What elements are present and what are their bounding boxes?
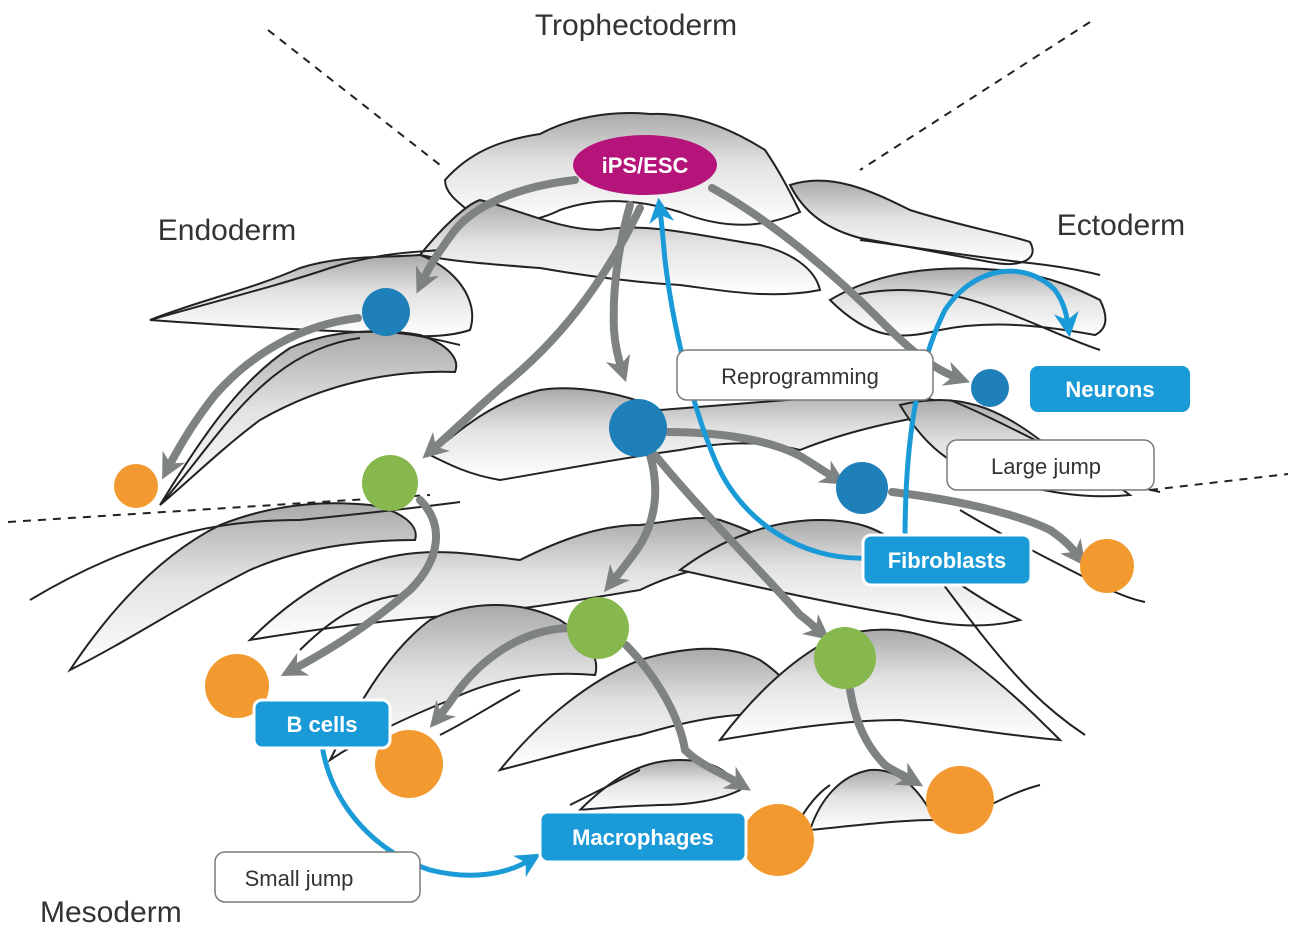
ectoderm-progenitor-circle-lower [836,462,888,514]
boundary-left-middle [7,494,431,523]
large-jump-callout-label: Large jump [991,454,1101,479]
macrophages-box: Macrophages [538,810,748,864]
landscape [67,111,1133,832]
ips-esc-label: iPS/ESC [602,153,689,178]
green-circle-right [814,627,876,689]
orange-circle-left [205,654,269,718]
mesoderm-green-circle-upper [362,455,418,511]
arrow-green-to-macrophages [622,641,751,791]
small-jump-callout-label: Small jump [245,866,354,891]
arrow-esc-to-green [422,204,644,459]
central-progenitor-circle [609,399,667,457]
large-jump-callout: Large jump [946,439,1155,491]
arrow-blue-to-green-mid [604,451,660,592]
ectoderm-label: Ectoderm [1057,209,1185,242]
neuron-progenitor-circle [971,369,1009,407]
reprogramming-callout-label: Reprogramming [721,364,879,389]
arrow-blue-right-to-orange [888,488,1086,567]
germ-layer-boundaries [7,21,1289,523]
hill-mid-left [67,502,417,673]
ridge-12 [439,689,521,736]
neurons-box: Neurons [1030,366,1190,412]
ridge-4 [854,289,1101,351]
ridge-8 [299,501,461,521]
fibroblasts-label: Fibroblasts [888,548,1007,573]
reprogramming-callout-bg [676,349,934,401]
mesoderm-label: Mesoderm [40,896,182,929]
arrow-esc-to-blue-center [605,201,634,383]
arrow-blue-to-green-right [651,451,830,640]
ridge-13 [569,769,641,806]
arrow-green-to-bcells [280,496,440,676]
hill-bottom-right [808,768,937,832]
arrow-esc-to-endoderm [415,176,579,294]
arrow-bcells-to-macrophages [319,742,541,878]
boundary-left-top [267,29,441,166]
orange-circle-left-low [375,730,443,798]
small-jump-callout-bg [214,851,421,903]
cell-circles [114,288,1134,876]
small-jump-callout: Small jump [214,851,421,903]
neurons-box-bg [1030,366,1190,412]
ectoderm-terminal-circle [1080,539,1134,593]
orange-circle-right-low [926,766,994,834]
large-jump-callout-bg [946,439,1155,491]
trophectoderm-label: Trophectoderm [535,9,737,42]
ips-esc-node: iPS/ESC [573,135,717,195]
arrow-endoderm-to-orange [162,314,362,480]
boundary-right-top [859,21,1091,171]
boundary-right-middle [1149,473,1289,491]
b-cells-box-bg [252,698,392,750]
hill-right-big [828,267,1107,337]
callouts: Reprogramming Large jump Small jump [214,349,1155,903]
green-circle-mid [567,597,629,659]
ridge-11 [299,594,401,651]
fibroblasts-box-bg [861,533,1033,587]
b-cells-label: B cells [287,712,358,737]
arrow-fibroblasts-to-neurons [902,268,1079,543]
b-cells-box: B cells [252,698,392,750]
endoderm-terminal-circle [114,464,158,508]
endoderm-label: Endoderm [158,214,296,247]
fibroblasts-box: Fibroblasts [861,533,1033,587]
hill-low-right [717,628,1063,742]
arrow-green-to-orange-right [846,686,924,787]
cell-type-boxes: Neurons Fibroblasts B cells Macrophages [252,366,1190,864]
hill-endoderm [149,253,474,338]
reprogramming-callout: Reprogramming [676,349,934,401]
ridge-10 [939,579,1086,736]
ridge-7 [29,519,301,601]
region-labels: Trophectoderm Endoderm Ectoderm Mesoderm [40,9,1185,929]
arrow-green-to-orange-left [429,624,572,728]
hill-left-mid [159,330,458,506]
conversion-arrows [319,197,1079,878]
ridge-5 [859,239,1101,276]
macrophages-label: Macrophages [572,825,714,850]
ips-esc-ellipse [573,135,717,195]
hill-ne [788,179,1034,265]
neurons-label: Neurons [1065,377,1154,402]
macrophages-box-bg [538,810,748,864]
orange-circle-macrophage [742,804,814,876]
endoderm-progenitor-circle [362,288,410,336]
arrow-fibroblasts-to-esc [649,197,868,561]
hill-mid-right [677,518,1023,627]
ridge-1 [149,249,441,321]
ridge-3 [159,337,361,506]
